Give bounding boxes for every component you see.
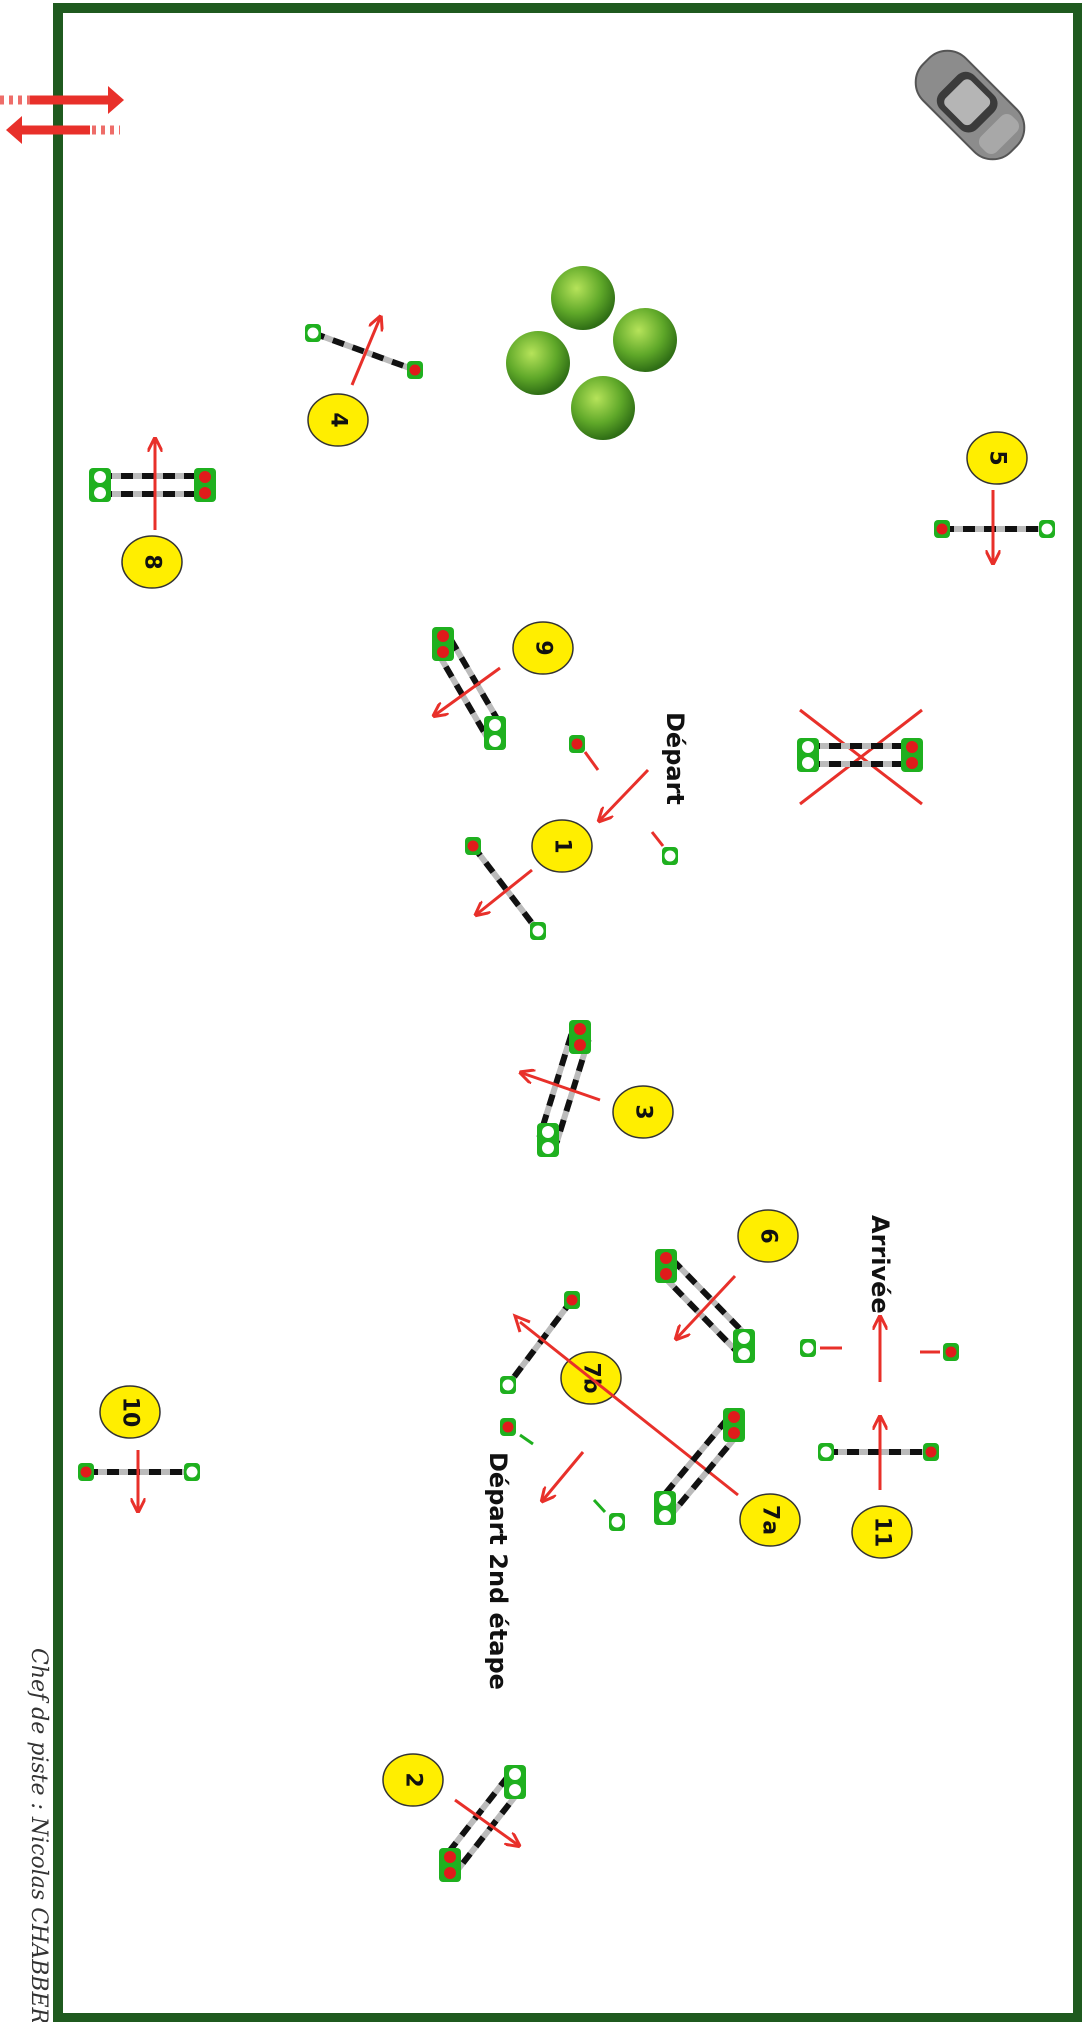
stand-icon <box>818 1443 834 1461</box>
arena-border <box>53 3 1082 2022</box>
cancelled-obstacle <box>797 738 923 772</box>
obstacle-number-badge: 6 <box>737 1209 799 1263</box>
double-arrow-icon <box>0 86 124 144</box>
crossed-obstacle-icon <box>799 708 923 806</box>
stand-icon <box>901 738 923 772</box>
obstacle-number: 5 <box>985 450 1010 465</box>
stand-icon <box>569 1020 591 1054</box>
obstacle-number-badge: 5 <box>966 431 1028 485</box>
tree-cluster-icon <box>506 266 677 440</box>
stand-icon <box>465 837 481 855</box>
obstacle-2 <box>439 1765 526 1882</box>
stand-icon <box>78 1463 94 1481</box>
second-start-gate <box>500 1418 625 1531</box>
stand-icon <box>800 1339 816 1357</box>
obstacle-number-badge: 2 <box>382 1753 444 1807</box>
stand-icon <box>432 627 454 661</box>
obstacle-number: 7a <box>758 1505 783 1535</box>
stand-icon <box>733 1329 755 1363</box>
obstacle-number: 10 <box>118 1397 143 1428</box>
obstacle-number-badge: 3 <box>612 1085 674 1139</box>
arrivee-label: Arrivée <box>866 1215 894 1314</box>
stand-icon <box>1039 520 1055 538</box>
obstacle-number: 4 <box>326 412 351 427</box>
stand-icon <box>655 1249 677 1283</box>
stand-icon <box>504 1765 526 1799</box>
arrow-4 <box>350 318 380 386</box>
stand-icon <box>407 361 423 379</box>
obstacle-4 <box>305 324 423 379</box>
start-gate <box>569 735 678 865</box>
depart2-label: Départ 2nd étape <box>484 1452 512 1690</box>
stand-icon <box>89 468 111 502</box>
stand-icon <box>569 735 585 753</box>
obstacle-1 <box>465 837 546 940</box>
obstacle-number-badge: 4 <box>307 393 369 447</box>
arrow-1 <box>477 868 533 914</box>
obstacle-9 <box>432 627 506 750</box>
stand-icon <box>797 738 819 772</box>
stand-icon <box>305 324 321 342</box>
arrow-6 <box>677 1274 737 1338</box>
stand-icon <box>662 847 678 865</box>
stand-icon <box>923 1443 939 1461</box>
stand-icon <box>439 1848 461 1882</box>
arrow-depart <box>600 768 650 820</box>
line-7a-7b <box>519 1320 739 1497</box>
stand-icon <box>564 1291 580 1309</box>
stand-icon <box>943 1343 959 1361</box>
obstacle-7b <box>500 1291 580 1394</box>
arrow-depart2 <box>543 1451 585 1500</box>
stand-icon <box>537 1123 559 1157</box>
obstacle-number-badge: 11 <box>851 1505 913 1559</box>
stand-icon <box>484 716 506 750</box>
obstacle-number: 3 <box>631 1104 656 1119</box>
finish-gate <box>800 1339 959 1361</box>
stand-icon <box>723 1408 745 1442</box>
stand-icon <box>609 1513 625 1531</box>
obstacle-number: 2 <box>401 1772 426 1787</box>
obstacle-number-badge: 1 <box>531 819 593 873</box>
obstacle-number: 11 <box>870 1517 895 1548</box>
obstacle-number: 9 <box>531 640 556 655</box>
stand-icon <box>500 1376 516 1394</box>
obstacle-number-badge: 10 <box>99 1385 161 1439</box>
obstacle-number-badge: 7a <box>739 1493 801 1547</box>
obstacle-number-badge: 9 <box>512 621 574 675</box>
arrow-3 <box>522 1073 601 1102</box>
obstacle-number: 8 <box>140 554 165 569</box>
obstacle-number: 6 <box>756 1228 781 1243</box>
depart-label: Départ <box>661 712 689 805</box>
stand-icon <box>194 468 216 502</box>
obstacle-number: 1 <box>550 838 575 853</box>
stand-icon <box>934 520 950 538</box>
car-icon <box>914 49 1026 161</box>
arrow-2 <box>454 1798 518 1845</box>
stand-icon <box>184 1463 200 1481</box>
stand-icon <box>654 1491 676 1525</box>
obstacle-number-badge: 8 <box>121 535 183 589</box>
stand-icon <box>530 922 546 940</box>
arrow-9 <box>435 666 501 715</box>
course-designer-credit: Chef de piste : Nicolas CHABBERT <box>26 1648 51 2022</box>
obstacle-8 <box>89 468 216 502</box>
stand-icon <box>500 1418 516 1436</box>
obstacle-7a <box>654 1408 745 1525</box>
